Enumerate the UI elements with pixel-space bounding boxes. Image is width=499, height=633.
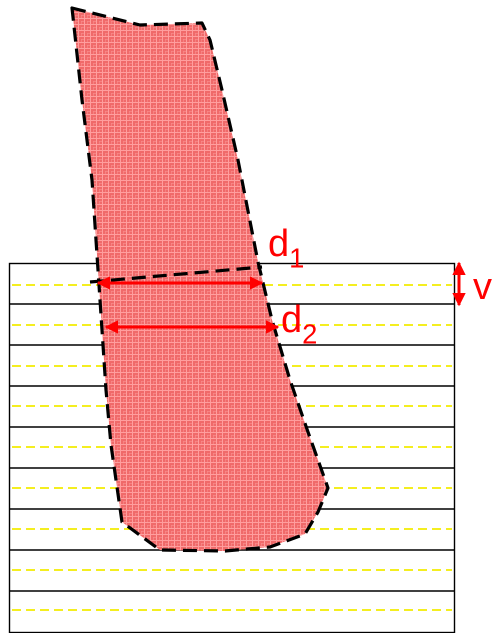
tooth-shape (70, 6, 330, 553)
d2-label: d2 (281, 299, 318, 350)
v-label: v (473, 266, 492, 308)
solid-layer-lines (9, 303, 454, 592)
d1-label: d1 (268, 223, 305, 274)
dashed-midlines (12, 284, 452, 611)
